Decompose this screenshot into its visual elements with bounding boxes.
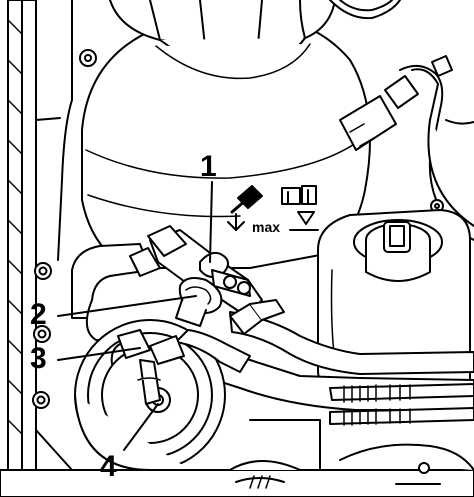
fluid-lines (249, 383, 474, 471)
callout-number-4: 4 (100, 450, 117, 483)
leader-line-4 (123, 403, 159, 451)
callout-number-2: 2 (30, 298, 47, 331)
leader-line-1 (209, 181, 213, 263)
leader-line-3 (57, 347, 141, 361)
leader-line-2 (57, 295, 197, 317)
max-level-marking (227, 185, 319, 231)
callout-leaders (57, 181, 213, 451)
callout-number-1: 1 (200, 150, 217, 183)
wiring-harness (329, 0, 474, 241)
spring-clamp (199, 251, 229, 279)
callout-number-3: 3 (30, 342, 47, 375)
lower-frame (0, 443, 474, 497)
max-label: max (252, 219, 280, 235)
left-bracket-rail (7, 0, 73, 471)
secondary-reservoir (317, 209, 471, 399)
hose-clamp-assembly (110, 225, 285, 405)
bracket-bolts (32, 262, 52, 409)
engine-block-background (35, 0, 97, 261)
